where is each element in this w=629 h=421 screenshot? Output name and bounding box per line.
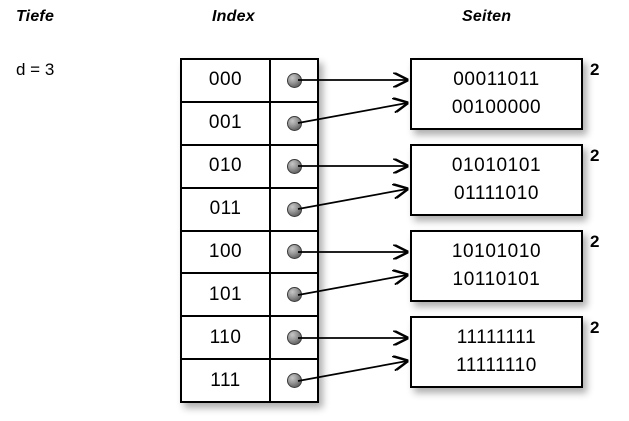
index-directory-table: 000 001 010 011 100 101 110 xyxy=(180,58,319,403)
index-row[interactable]: 010 xyxy=(182,145,317,189)
page-record: 11111111 xyxy=(456,327,537,349)
index-row[interactable]: 101 xyxy=(182,274,317,318)
depth-value-label: d = 3 xyxy=(16,60,55,79)
index-row[interactable]: 001 xyxy=(182,102,317,146)
page-local-depth: 2 xyxy=(590,318,600,337)
pointer-dot-icon xyxy=(286,115,302,131)
index-pointer-cell[interactable] xyxy=(271,232,317,273)
index-row[interactable]: 011 xyxy=(182,188,317,232)
index-key: 000 xyxy=(182,60,271,101)
page-local-depth: 2 xyxy=(590,60,600,79)
pointer-dot-icon xyxy=(286,201,302,217)
column-heading-index: Index xyxy=(212,8,255,25)
page-record: 10110101 xyxy=(452,269,541,290)
index-key: 001 xyxy=(182,102,271,144)
pointer-dot-icon xyxy=(286,158,302,174)
page-record: 11111110 xyxy=(456,355,537,376)
index-key: 101 xyxy=(182,274,271,316)
page-record: 01111010 xyxy=(453,183,540,204)
index-pointer-cell[interactable] xyxy=(271,317,317,358)
index-pointer-cell[interactable] xyxy=(271,360,317,401)
index-pointer-cell[interactable] xyxy=(271,189,317,230)
index-key: 111 xyxy=(182,360,271,401)
pointer-dot-icon xyxy=(286,330,302,346)
page-record: 10101010 xyxy=(451,241,542,263)
page-record: 00011011 xyxy=(453,69,540,91)
index-row[interactable]: 111 xyxy=(182,360,317,401)
page-record: 01010101 xyxy=(451,155,542,177)
column-heading-depth: Tiefe xyxy=(16,8,55,25)
pointer-dot-icon xyxy=(286,287,302,303)
page-bucket[interactable]: 00011011 00100000 xyxy=(410,58,583,130)
index-row[interactable]: 100 xyxy=(182,231,317,275)
page-bucket[interactable]: 01010101 01111010 xyxy=(410,144,583,216)
page-bucket[interactable]: 10101010 10110101 xyxy=(410,230,583,302)
pointer-dot-icon xyxy=(286,72,302,88)
page-record: 00100000 xyxy=(451,97,542,118)
index-pointer-cell[interactable] xyxy=(271,103,317,144)
pointer-dot-icon xyxy=(286,244,302,260)
index-pointer-cell[interactable] xyxy=(271,274,317,315)
index-key: 100 xyxy=(182,231,271,273)
index-key: 110 xyxy=(182,317,271,359)
page-bucket[interactable]: 11111111 11111110 xyxy=(410,316,583,388)
index-row[interactable]: 000 xyxy=(182,60,317,103)
page-local-depth: 2 xyxy=(590,146,600,165)
page-local-depth: 2 xyxy=(590,232,600,251)
index-pointer-cell[interactable] xyxy=(271,146,317,187)
column-heading-pages: Seiten xyxy=(462,8,512,25)
index-key: 011 xyxy=(182,188,271,230)
pointer-dot-icon xyxy=(286,373,302,389)
index-key: 010 xyxy=(182,145,271,187)
index-pointer-cell[interactable] xyxy=(271,60,317,101)
index-row[interactable]: 110 xyxy=(182,317,317,361)
